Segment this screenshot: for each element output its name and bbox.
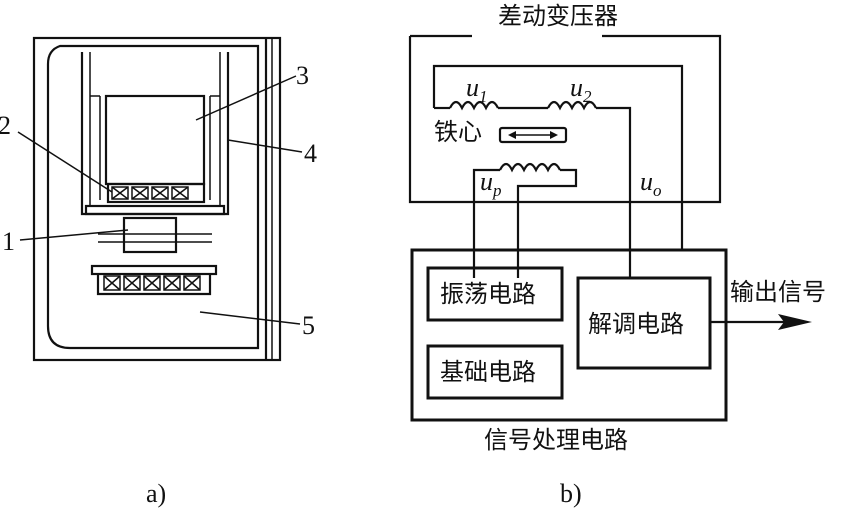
upper-coil-row xyxy=(106,182,206,204)
core-arrow-left xyxy=(508,131,516,139)
caption-b: b) xyxy=(560,479,582,508)
u1-label: u1 xyxy=(466,73,488,106)
primary-coil xyxy=(499,162,561,173)
caption-a: a) xyxy=(146,479,166,508)
leader-2 xyxy=(17,131,113,193)
outer-housing xyxy=(32,36,282,362)
leader-5 xyxy=(199,311,301,325)
panel-b-block-diagram xyxy=(408,34,812,422)
u2-coil xyxy=(547,100,597,111)
signal-processing-box xyxy=(410,248,728,422)
leader-1 xyxy=(19,229,129,241)
part-label-3: 3 xyxy=(296,61,309,90)
lower-coil-windings xyxy=(103,275,201,291)
inner-block xyxy=(104,94,206,186)
u2-output-wire xyxy=(596,106,632,278)
u2-label: u2 xyxy=(570,73,592,106)
upper-coil-windings xyxy=(111,186,189,200)
output-arrowhead xyxy=(778,314,812,330)
base-plate xyxy=(84,204,226,216)
core-armature xyxy=(122,216,178,254)
transformer-outline xyxy=(408,34,722,204)
oscillator-box xyxy=(426,266,564,322)
inner-cavity xyxy=(46,44,260,350)
panel-a-sensor-drawing xyxy=(17,36,303,362)
oscillator-label: 振荡电路 xyxy=(440,280,536,308)
base-circuit-box xyxy=(426,344,564,400)
lower-coil-body xyxy=(96,274,212,296)
primary-left-wire xyxy=(472,168,500,278)
signal-processing-label: 信号处理电路 xyxy=(484,426,628,454)
u1-coil xyxy=(449,100,499,111)
lower-coil-top-plate xyxy=(90,264,218,276)
core-label: 铁心 xyxy=(434,118,482,146)
uo-label: uo xyxy=(640,167,662,200)
demod-label: 解调电路 xyxy=(588,310,684,338)
leader-4 xyxy=(227,139,303,153)
leader-3 xyxy=(195,75,297,121)
u-frame-inner xyxy=(89,52,221,207)
part-label-2: 2 xyxy=(0,111,11,140)
primary-right-wire xyxy=(516,168,578,278)
transformer-title: 差动变压器 xyxy=(498,2,618,30)
part-label-4: 4 xyxy=(304,139,317,168)
part-label-5: 5 xyxy=(302,311,315,340)
output-signal-label: 输出信号 xyxy=(730,278,826,306)
iron-core xyxy=(498,126,568,144)
secondary-loop-wire xyxy=(432,64,684,250)
up-label: up xyxy=(480,167,502,200)
base-circuit-label: 基础电路 xyxy=(440,358,536,386)
core-arrow-right xyxy=(550,131,558,139)
part-label-1: 1 xyxy=(2,227,15,256)
